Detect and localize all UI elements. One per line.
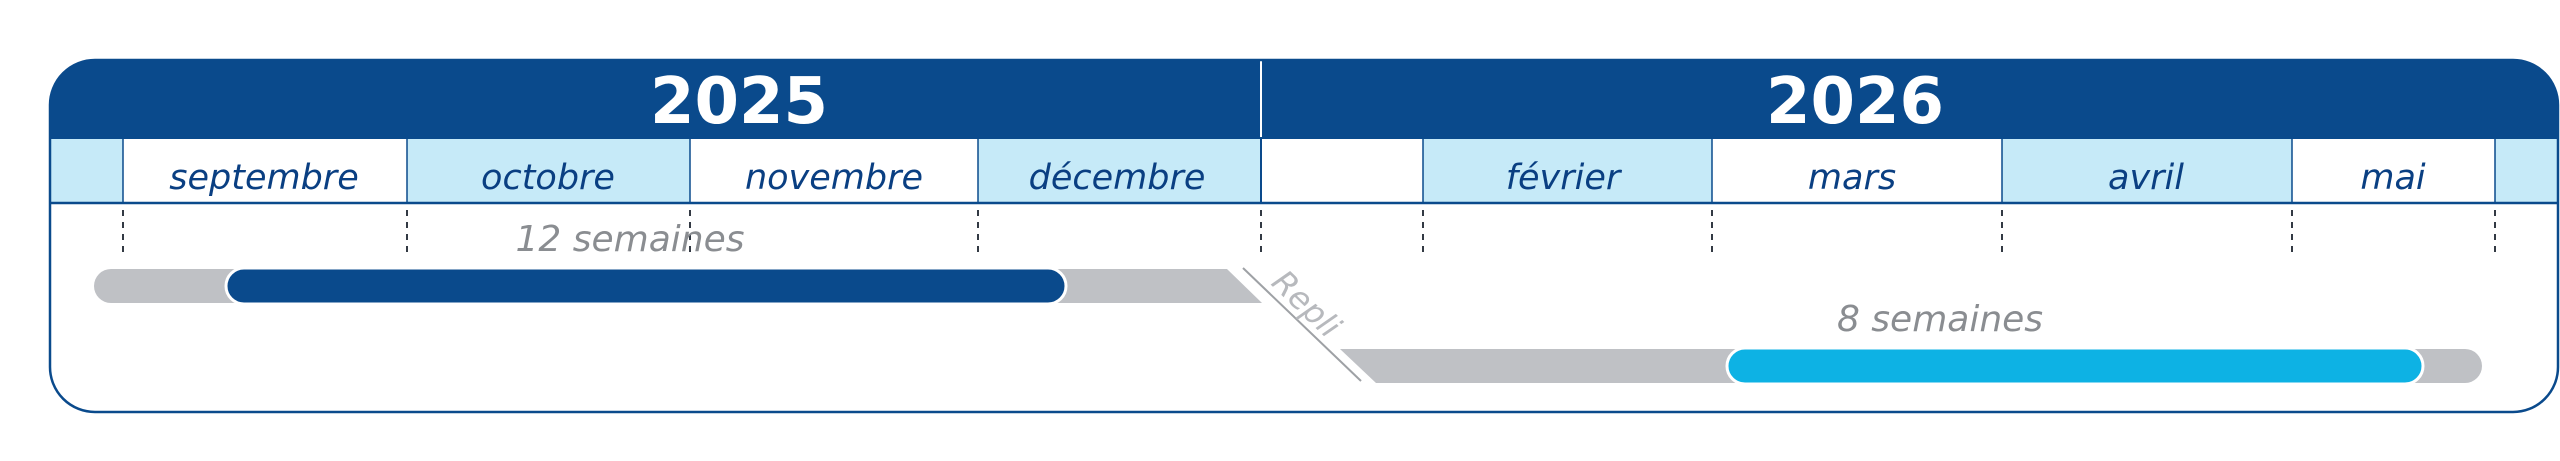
phase-2-duration-label: 8 semaines — [1837, 299, 2043, 340]
month-label-mars: mars — [1808, 158, 1896, 198]
month-label-octobre: octobre — [481, 158, 615, 198]
phase-1-duration-label: 12 semaines — [515, 219, 744, 260]
month-cell — [407, 138, 690, 203]
month-cell — [690, 138, 978, 203]
month-label-novembre: novembre — [745, 158, 923, 198]
month-cell — [1423, 138, 1712, 203]
month-cell — [2002, 138, 2292, 203]
year-label-2025: 2025 — [650, 65, 828, 139]
repli-diagonal-line — [1242, 267, 1362, 382]
month-cell — [2292, 138, 2495, 203]
month-cell — [123, 138, 407, 203]
phase-1-active-bar — [224, 266, 1068, 306]
phase-1-track-end — [1160, 269, 1262, 303]
month-label-fevrier: février — [1506, 158, 1623, 198]
year-header-band — [50, 60, 2558, 138]
month-row — [50, 138, 2558, 203]
timeline-frame — [48, 58, 2560, 414]
month-label-septembre: septembre — [169, 158, 358, 198]
month-cell — [2495, 138, 2558, 203]
month-cell — [1712, 138, 2002, 203]
month-label-avril: avril — [2108, 158, 2184, 198]
year-label-2026: 2026 — [1766, 65, 1944, 139]
month-cell — [1261, 138, 1423, 203]
month-cell — [978, 138, 1261, 203]
month-label-decembre: décembre — [1029, 158, 1206, 198]
month-label-mai: mai — [2360, 158, 2426, 198]
phase-2-active-bar — [1725, 346, 2425, 386]
month-cell — [50, 138, 123, 203]
